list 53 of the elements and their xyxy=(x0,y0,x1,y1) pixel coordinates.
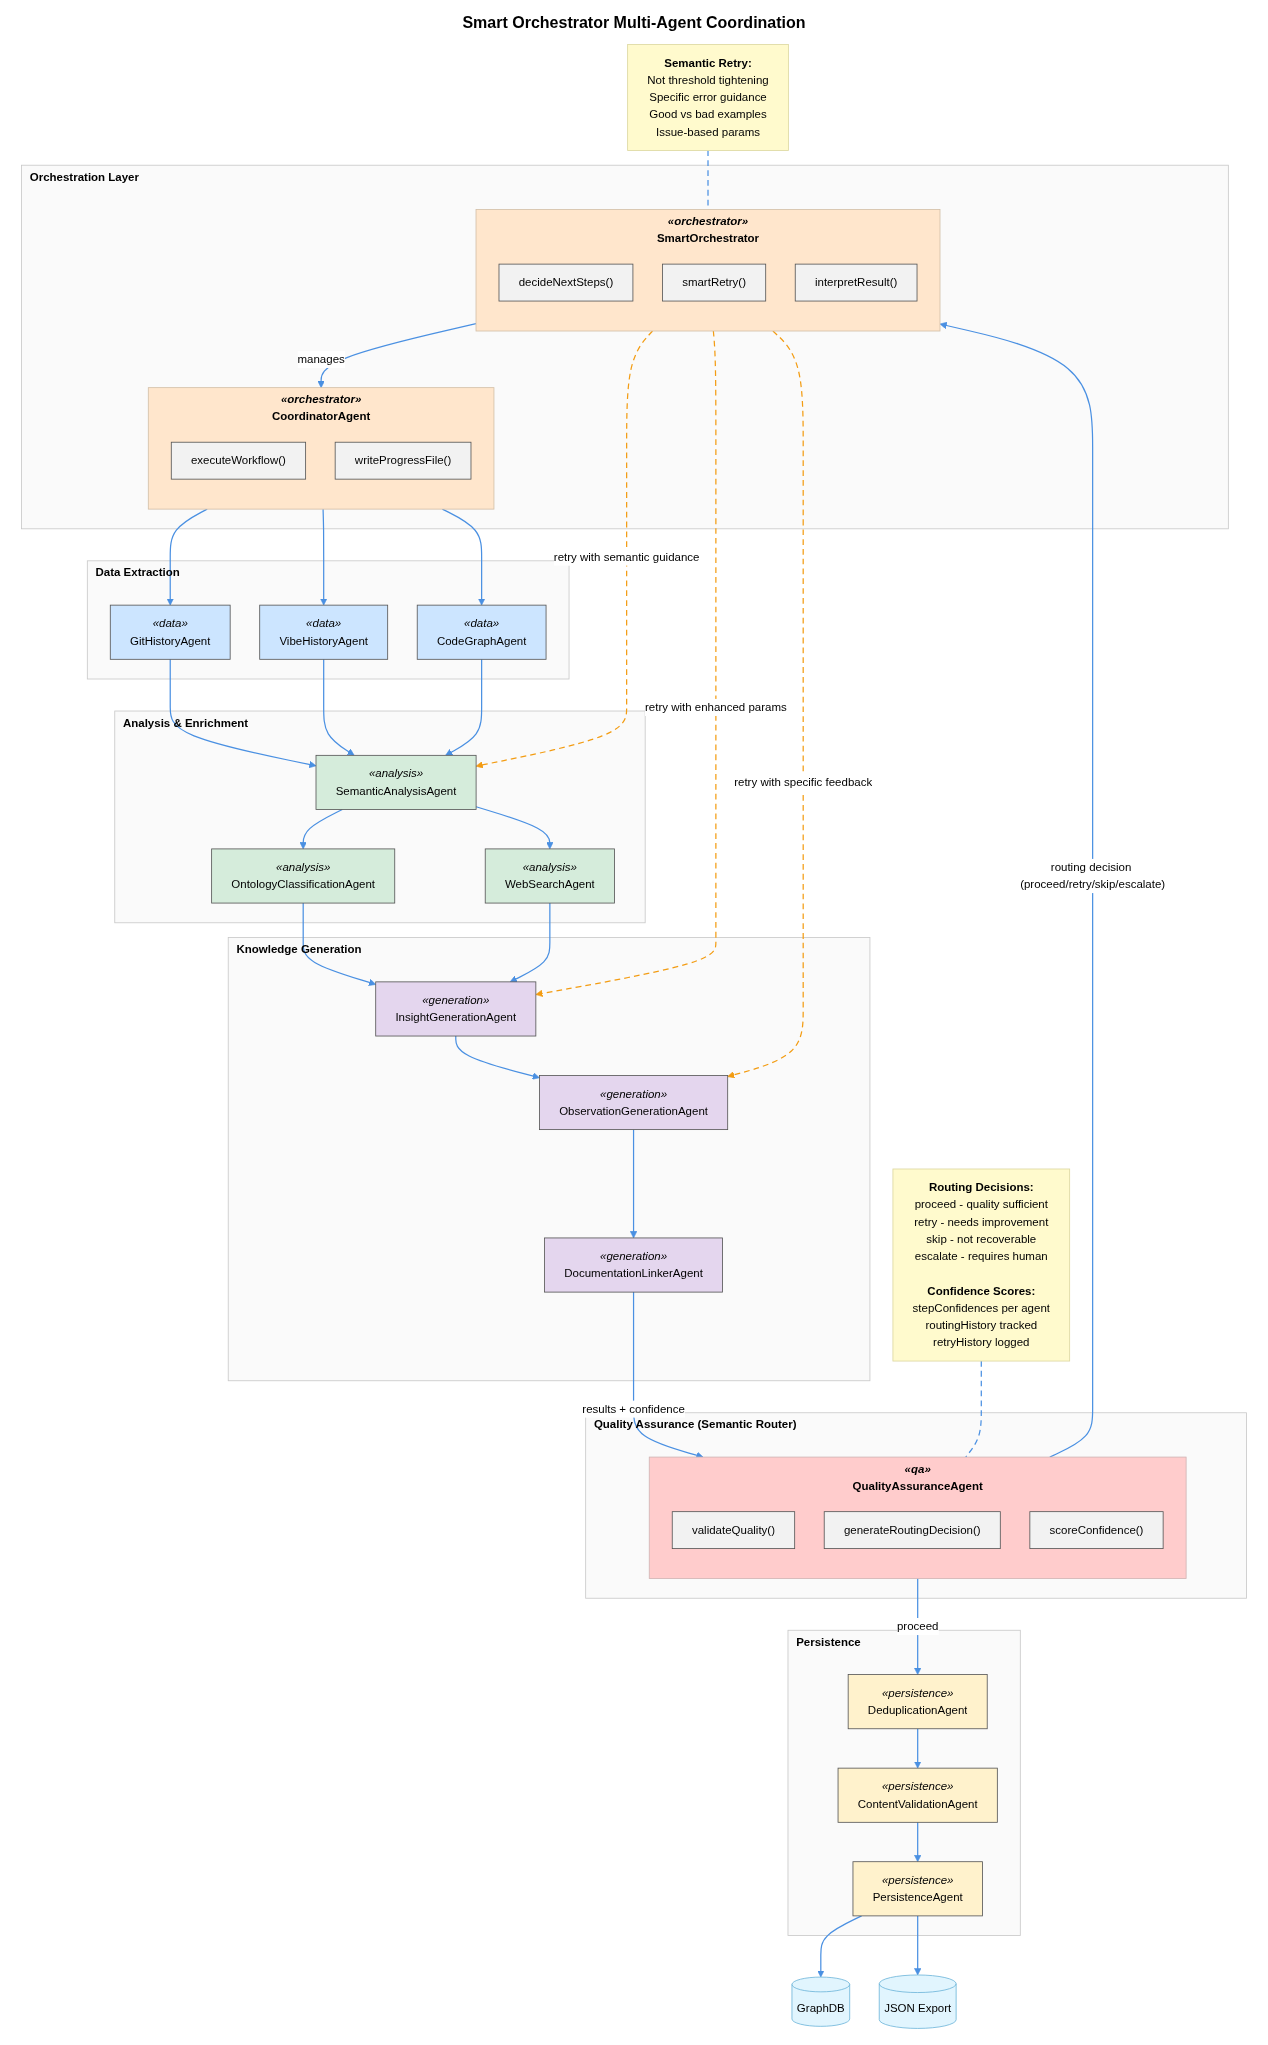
arrow xyxy=(509,902,551,983)
arrow xyxy=(939,321,1094,1458)
edge-label: retry with specific feedback xyxy=(734,775,873,789)
arrow xyxy=(727,330,804,1079)
edge-label: retry with semantic guidance xyxy=(553,550,700,564)
node-box: «data» VibeHistoryAgent xyxy=(259,604,389,660)
arrow xyxy=(299,808,343,850)
node-box: «data» GitHistoryAgent xyxy=(109,604,231,660)
edge-label: manages xyxy=(297,352,345,366)
arrow xyxy=(302,902,376,986)
node-box: «generation» DocumentationLinkerAgent xyxy=(544,1237,723,1293)
arrow xyxy=(817,1915,863,1978)
arrow xyxy=(441,508,486,606)
arrow xyxy=(455,1035,540,1080)
arrow xyxy=(323,658,355,756)
arrow xyxy=(535,330,717,997)
node-box: Semantic Retry: Not threshold tightening Specific error guidance Good vs bad examples Issue-based params xyxy=(627,44,789,151)
edge-label: retry with enhanced params xyxy=(644,700,787,714)
edge-label: results + confidence xyxy=(582,1402,685,1416)
node-box: «analysis» WebSearchAgent xyxy=(484,848,615,904)
node-box: scoreConfidence() xyxy=(1029,1511,1164,1549)
node-box: «persistence» PersistenceAgent xyxy=(852,1861,983,1917)
node-box: «generation» InsightGenerationAgent xyxy=(375,981,537,1037)
node-box: «analysis» OntologyClassificationAgent xyxy=(211,848,396,904)
edge-label: proceed xyxy=(896,1619,939,1633)
arrow xyxy=(169,658,317,769)
node-box: Routing Decisions: proceed - quality sufficient retry - needs improvement skip - not recoverable escalate - requires human Confidence Scores: stepConfidences per agent routingHistory tracked retryHistory logged xyxy=(892,1168,1070,1362)
connector xyxy=(965,1360,982,1458)
node-box: writeProgressFile() xyxy=(334,441,472,480)
arrow xyxy=(166,508,208,606)
arrow xyxy=(475,806,554,850)
node-box: generateRoutingDecision() xyxy=(823,1511,1001,1549)
arrow xyxy=(629,1129,638,1239)
edge-label: routing decision (proceed/retry/skip/escalate) xyxy=(1020,860,1166,891)
arrow xyxy=(445,658,483,756)
node-box: validateQuality() xyxy=(671,1511,795,1549)
node-box: interpretResult() xyxy=(794,263,918,302)
node-box: «generation» ObservationGenerationAgent xyxy=(538,1075,729,1130)
arrow xyxy=(914,1728,922,1769)
arrow xyxy=(914,1915,922,1976)
arrow xyxy=(317,323,477,388)
node-box: «data» CodeGraphAgent xyxy=(416,604,547,660)
diagram-title: Smart Orchestrator Multi-Agent Coordination xyxy=(461,13,807,33)
arrow xyxy=(632,1291,704,1459)
node-box: smartRetry() xyxy=(662,263,767,302)
arrow xyxy=(475,330,654,769)
node-box: «persistence» DeduplicationAgent xyxy=(847,1674,988,1730)
node-box: «analysis» SemanticAnalysisAgent xyxy=(315,754,477,810)
node-box: executeWorkflow() xyxy=(170,441,306,480)
node-box: «persistence» ContentValidationAgent xyxy=(837,1767,998,1823)
arrow xyxy=(914,1821,922,1863)
node-box: decideNextSteps() xyxy=(498,263,634,302)
arrow xyxy=(320,508,328,606)
